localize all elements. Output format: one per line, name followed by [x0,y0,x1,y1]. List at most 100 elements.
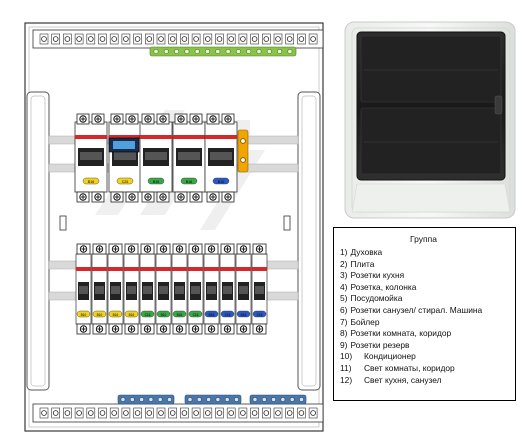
legend-item: 10)Кондиционер [340,351,507,363]
green-ground-bar [149,46,297,57]
enclosure-photo [344,21,516,219]
breaker-red-strip [252,267,267,271]
top-module: B16 [139,113,173,203]
breaker-module: B16 [107,243,124,335]
busbar-screw [111,36,117,42]
legend-item: 6)Розетки санузел/ стирал. Машина [340,305,507,317]
top-module: B10 [204,113,238,203]
busbar-screw [52,410,59,416]
legend-item-label: Плита [350,258,375,269]
module-label-tag [82,177,100,185]
legend-item-number: 9) [340,339,348,350]
legend-item: 1)Духовка [340,247,507,259]
bar-screw [174,48,180,54]
breaker-red-strip [204,267,219,271]
module-red-strip [75,135,107,139]
bar-screw [234,397,239,402]
busbar-screw [181,410,188,416]
breaker-module: B16 [123,243,140,335]
breaker-module: C16 [251,243,268,335]
breaker-label-tag [204,310,219,318]
legend-item-number: 12) [340,374,353,385]
bar-screw [215,48,221,54]
busbar-screw [99,410,106,416]
bar-screw [196,397,202,402]
breaker-label-text: B16 [241,313,247,317]
module-toggle [80,152,102,160]
side-guides [26,91,321,391]
breaker-toggle [175,286,184,294]
module-label-tag [180,177,198,185]
module-red-strip [109,135,141,139]
bar-screw [287,48,293,54]
bar-screw [261,397,267,402]
module-toggle [114,152,136,160]
busbar-screw [193,410,199,416]
bar-screw [139,397,144,402]
busbar-screw [205,410,211,416]
breaker-red-strip [172,267,187,271]
bar-screw [205,48,211,54]
legend-item-number: 1) [340,247,348,257]
busbar-screw [88,36,94,42]
legend-item: 8)Розетки комната, коридор [340,328,507,340]
legend-item-number: 8) [340,328,348,339]
relay-display-screen [113,141,135,149]
breaker-toggle [95,286,104,294]
breaker-toggle [207,286,216,294]
blue-neutral-bar [249,394,307,405]
legend-item-label: Розетка, колонка [350,281,417,292]
busbar-screw [99,36,106,42]
bar-screw [206,397,211,402]
breaker-module: C16 [139,243,156,335]
bar-screw [246,48,252,54]
top-busbars [32,29,324,57]
bar-screw [266,48,272,54]
bar-screw [153,48,159,54]
breaker-label-tag [76,310,91,318]
module-label-text: C25 [122,180,129,184]
legend-item-label: Розетки кухня [350,270,405,281]
busbar-screw [123,36,129,42]
top-module: B16 [74,113,108,203]
breaker-toggle [127,286,136,294]
bar-screw [225,48,231,54]
clamp-screw [240,157,246,163]
breaker-red-strip [124,267,139,271]
breaker-label-tag [236,310,251,318]
legend-item-number: 2) [340,258,348,269]
legend-item-label: Розетки комната, коридор [350,328,452,339]
module-toggle [178,152,200,160]
breaker-label-text: C16 [257,313,263,317]
breaker-label-tag [156,310,171,318]
bar-screw [224,397,230,402]
breaker-red-strip [220,267,235,271]
panel-frame [24,22,324,432]
busbar-screw [41,410,47,416]
bar-screw [280,397,286,402]
legend-item-number: 3) [340,270,348,281]
breaker-label-tag [220,310,235,318]
busbar-screw [76,410,82,416]
breaker-module: C16 [187,243,204,335]
bar-screw [184,48,190,54]
breaker-module: B10 [75,243,92,335]
top-module: C25 [108,113,142,203]
breaker-label-text: C16 [193,313,199,317]
breaker-toggle [255,286,264,294]
busbar-screw [310,410,316,416]
breaker-label-tag [92,310,107,318]
module-toggle [145,152,167,160]
breaker-toggle [223,286,232,294]
legend-item-label: Кондиционер [364,351,416,362]
busbar-screw [134,36,141,42]
breaker-module: B10 [155,243,172,335]
breaker-toggle [239,286,248,294]
breaker-label-tag [172,310,187,318]
busbar-screw [123,410,129,416]
breaker-label-text: B16 [129,313,135,317]
module-red-strip [205,135,237,139]
module-label-tag [212,177,230,185]
legend-item: 11)Свет комнаты, коридор [340,363,507,375]
